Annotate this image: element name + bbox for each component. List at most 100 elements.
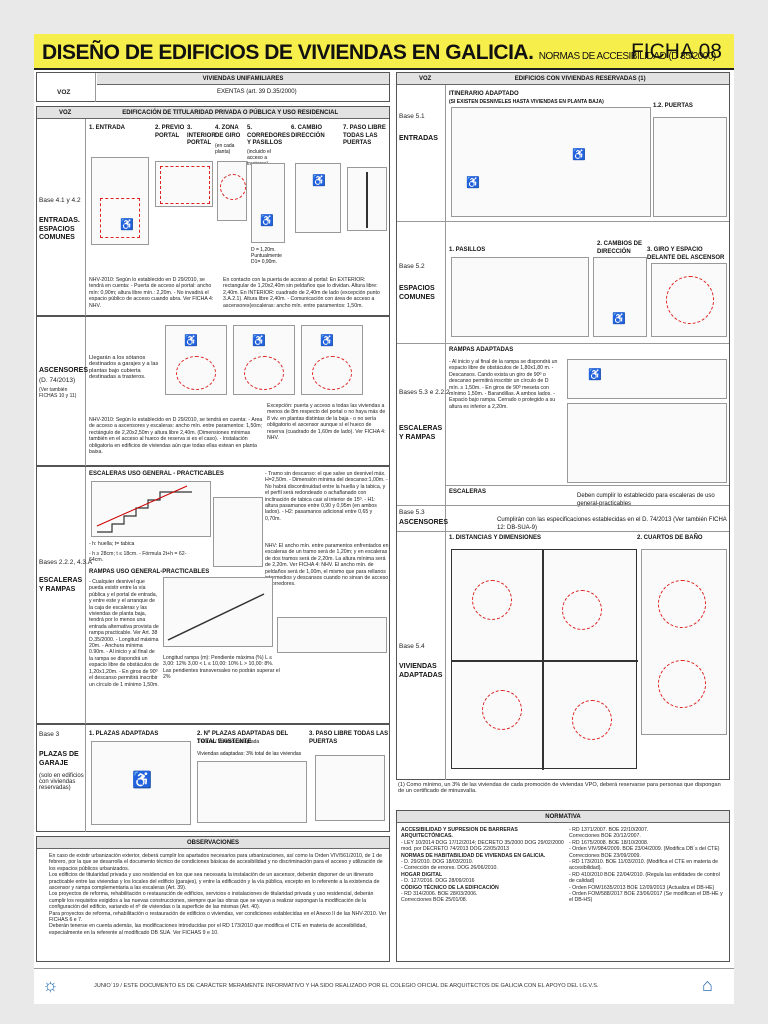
b53b-label: Base 5.3 xyxy=(399,509,425,516)
itinerario-sub: (SI EXISTEN DESNIVELES HASTA VIVIENDAS E… xyxy=(449,99,604,105)
base41-title: ENTRADAS. ESPACIOS COMUNES xyxy=(39,217,80,241)
col-previo-portal: 2. PREVIO PORTAL xyxy=(155,125,185,139)
col-paso-libre: 7. PASO LIBRE TODAS LAS PUERTAS xyxy=(343,125,386,146)
escalera-notes: - Tramo sin descanso: el que salve un de… xyxy=(265,471,388,522)
ascensores-sub: (D. 74/2013) xyxy=(39,377,76,384)
plazas-h3: 3. PASO LIBRE TODAS LAS PUERTAS xyxy=(309,731,389,745)
coag-logo-icon: ☼ xyxy=(42,975,59,995)
previo-portal-drawing xyxy=(155,161,213,207)
ascensor-drawing-3: ♿ xyxy=(301,325,363,395)
ascensores-right-text: Cumplirán con las especificaciones estab… xyxy=(497,517,727,531)
plaza-puerta-drawing xyxy=(315,755,385,821)
entrada-drawing: ♿ xyxy=(91,157,149,245)
wheelchair-top-icon: ♿ xyxy=(312,175,326,187)
col-interior-portal: 3. INTERIOR PORTAL xyxy=(187,125,216,146)
unifamiliares-section: VIVIENDAS UNIFAMILIARES VOZ EXENTAS (art… xyxy=(36,72,390,102)
pasillos-drawing xyxy=(451,257,589,337)
esc-formula-2: - h ≥ 28cm; t ≤ 18cm. - Fórmula 2t+h = 6… xyxy=(89,551,187,564)
itinerario-drawing: ♿ ♿ xyxy=(451,107,651,217)
rampa-adaptada-plan xyxy=(567,403,727,483)
base22-label: Bases 2.2.2, 4.3.A xyxy=(39,559,93,566)
base3-label: Base 3 xyxy=(39,731,60,738)
zona-giro-drawing xyxy=(217,161,247,221)
base3-title: PLAZAS DE GARAJE xyxy=(39,751,79,767)
itinerario-title: ITINERARIO ADAPTADO xyxy=(449,91,519,97)
rampas-adaptadas-title: RAMPAS ADAPTADAS xyxy=(449,347,514,353)
pasillo-drawing: ♿ xyxy=(251,163,285,243)
ficha-page: DISEÑO DE EDIFICIOS DE VIVIENDAS EN GALI… xyxy=(34,34,734,1004)
rampas-text: - Cualquier desnivel que pueda existir e… xyxy=(89,579,159,688)
base22-title: ESCALERAS Y RAMPAS xyxy=(39,577,83,593)
col-cambio-direccion: 6. CAMBIO DIRECCIÓN xyxy=(291,125,325,139)
col-entrada: 1. ENTRADA xyxy=(89,125,126,131)
observaciones-title: OBSERVACIONES xyxy=(37,837,389,849)
b54-title: VIVIENDAS ADAPTADAS xyxy=(399,663,443,679)
zona-giro-note: (en cada planta) xyxy=(215,143,235,155)
rampas-adaptadas-text: - Al inicio y al final de la rampa se di… xyxy=(449,359,558,410)
b54-label: Base 5.4 xyxy=(399,643,425,650)
giro-note: D = 1,20m. Puntualmente D1= 0,90m. xyxy=(251,247,282,265)
normativa-left: ACCESIBILIDAD Y SUPRESIÓN DE BARRERAS AR… xyxy=(401,827,564,904)
footnote: (1) Como mínimo, un 3% de las viviendas … xyxy=(398,782,721,795)
parking-wheelchair-icon: ♿ xyxy=(132,772,152,789)
nhv-entrada-text: NHV-2010: Según lo establecido en D 29/2… xyxy=(89,277,214,309)
rampa-plan-drawing xyxy=(277,617,387,653)
ascensor-drawing-2: ♿ xyxy=(233,325,295,395)
person-icon: ♿ xyxy=(260,215,274,227)
nhv-escalera: NHV: El ancho mín. entre paramentos enfr… xyxy=(265,543,389,588)
cambios-drawing: ♿ xyxy=(593,257,647,337)
puerta-drawing xyxy=(347,167,387,231)
escaleras-header: ESCALERAS USO GENERAL - PRACTICABLES xyxy=(89,471,224,477)
plazas-h2: 2. Nº PLAZAS ADAPTADAS DEL TOTAL EXISTEN… xyxy=(197,731,289,745)
excepcion-text: Excepción: puerta y acceso a todas las v… xyxy=(267,403,386,442)
page-title: DISEÑO DE EDIFICIOS DE VIVIENDAS EN GALI… xyxy=(42,41,717,64)
vivienda-plan-drawing xyxy=(451,549,638,770)
base3-sub: (solo en edificios con viviendas reserva… xyxy=(39,773,84,791)
plazas-h2b: 1 Plaza / Vivienda adaptada xyxy=(197,739,260,745)
rampas-header: RAMPAS USO GENERAL-PRACTICABLES xyxy=(89,569,210,575)
obs-item: Deberán tenerse en cuenta además, las mo… xyxy=(49,923,387,936)
garaje-section: Base 3 PLAZAS DE GARAJE (solo en edifici… xyxy=(36,724,390,832)
obs-item: Para proyectos de reforma, rehabilitació… xyxy=(49,911,387,924)
nhv-ascensor-text: NHV-2010: Según lo establecido en D 29/2… xyxy=(89,417,263,456)
escaleras-row-label: ESCALERAS xyxy=(449,489,487,495)
obs-item: En caso de existir urbanización exterior… xyxy=(49,853,387,872)
page-subtitle: NORMAS DE ACCESIBILIDAD (D 35/2000) xyxy=(538,51,717,62)
plazas-h1: 1. PLAZAS ADAPTADAS xyxy=(89,731,159,737)
igvs-logo-icon: ⌂ xyxy=(702,975,713,995)
escalera-section-drawing xyxy=(213,497,263,567)
rampa-drawing xyxy=(163,577,273,647)
voz-label: VOZ xyxy=(57,89,71,96)
ascensores-text: Llegarán a los sótanos destinados a gara… xyxy=(89,355,159,381)
b54-h2: 2. CUARTOS DE BAÑO xyxy=(637,535,703,541)
b52-col-giro: 3. GIRO Y ESPACIO DELANTE DEL ASCENSOR xyxy=(647,247,725,261)
puertas-label: 1.2. PUERTAS xyxy=(653,103,693,109)
escaleras-section: Bases 2.2.2, 4.3.A ESCALERAS Y RAMPAS ES… xyxy=(36,466,390,724)
rampa-adaptada-drawing: ♿ xyxy=(567,359,727,399)
normativa-title: NORMATIVA xyxy=(397,811,729,823)
b52-title: ESPACIOS COMUNES xyxy=(399,285,435,301)
unifamiliares-title: VIVIENDAS UNIFAMILIARES xyxy=(97,73,389,85)
cambio-direccion-drawing: ♿ xyxy=(295,163,341,233)
wheelchair-icon-3: ♿ xyxy=(572,149,586,161)
footer-text: JUNIO´19 / ESTE DOCUMENTO ES DE CARÁCTER… xyxy=(94,983,599,989)
contacto-text: En contacto con la puerta de acceso al p… xyxy=(223,277,380,309)
obs-item: Los proyectos de reforma, rehabilitación… xyxy=(49,891,387,910)
b52-col-pasillos: 1. PASILLOS xyxy=(449,247,486,253)
ascensor-drawing-1: ♿ xyxy=(165,325,227,395)
obs-item: Los edificios de titularidad privada y u… xyxy=(49,872,387,891)
ascensores-ref: (Ver también FICHAS 10 y 11) xyxy=(39,387,77,399)
footer: ☼ JUNIO´19 / ESTE DOCUMENTO ES DE CARÁCT… xyxy=(34,968,734,1004)
esc-formula-1: - h: huella; t= tabica xyxy=(89,541,135,547)
b54-h1: 1. DISTANCIAS Y DIMENSIONES xyxy=(449,535,542,541)
b52-label: Base 5.2 xyxy=(399,263,425,270)
col-corredores: 5. CORREDORES Y PASILLOS xyxy=(247,125,291,146)
b51-title: ENTRADAS xyxy=(399,135,438,142)
ascensores-section: ASCENSORES (D. 74/2013) (Ver también FIC… xyxy=(36,316,390,466)
bano-drawing xyxy=(641,549,727,735)
observaciones-list: En caso de existir urbanización exterior… xyxy=(41,853,387,961)
normativa-right: - RD 1371/2007. BOE 22/10/2007. Correcci… xyxy=(569,827,723,904)
